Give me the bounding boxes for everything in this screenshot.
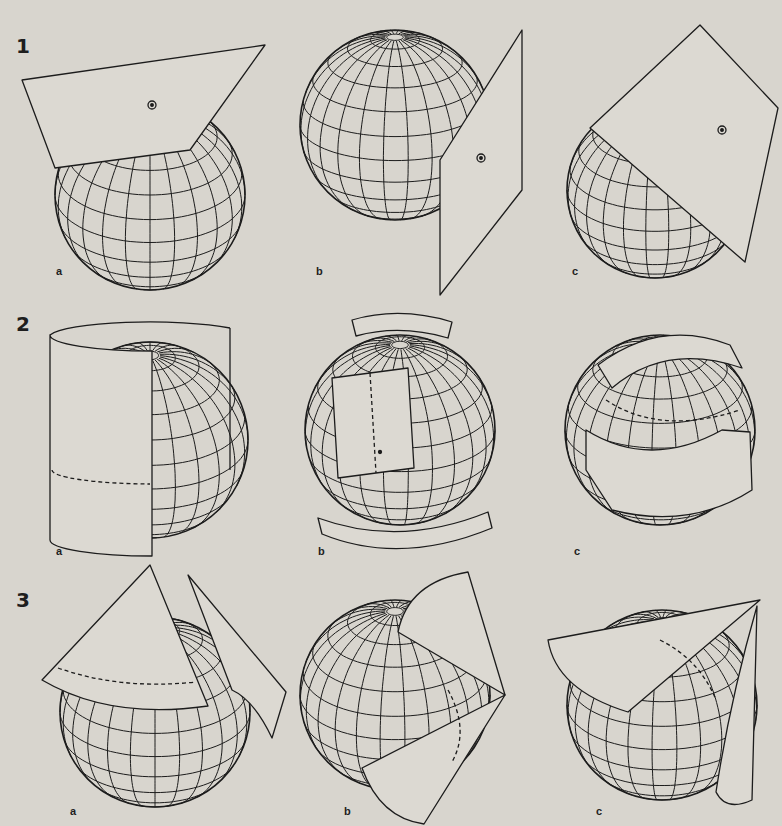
globe-outline: [565, 335, 755, 525]
figure-letter: b: [316, 266, 323, 277]
standard-line: [58, 668, 196, 684]
globe: [565, 335, 755, 525]
row-number: 3: [16, 590, 30, 610]
tangent-point: [480, 157, 483, 160]
tangent-point: [379, 451, 382, 454]
cylinder-surface: [50, 335, 152, 556]
cylinder-surface: [586, 430, 752, 517]
cylinder-band: [598, 335, 742, 388]
row-number: 1: [16, 36, 30, 56]
tangent-point: [718, 126, 726, 134]
graticule: [305, 335, 495, 525]
cylinder-rim: [50, 322, 230, 335]
figure-letter: c: [574, 546, 580, 557]
figure-letter: a: [70, 806, 76, 817]
figure-letter: c: [572, 266, 578, 277]
tangent-point: [477, 154, 485, 162]
standard-line: [606, 400, 740, 421]
cylinder-edge: [229, 328, 230, 470]
tangent-point: [151, 104, 154, 107]
cylinder-band: [352, 313, 452, 338]
standard-line: [448, 690, 460, 762]
figure-letter: a: [56, 266, 62, 277]
cylinder-band: [318, 512, 492, 549]
globe: [305, 335, 495, 525]
figure-letter: b: [344, 806, 351, 817]
row-number: 2: [16, 314, 30, 334]
globe-outline: [305, 335, 495, 525]
standard-line: [370, 373, 376, 473]
cone-flap: [548, 600, 760, 712]
figure-letter: c: [596, 806, 602, 817]
cone-flap: [188, 575, 286, 738]
tangent-plane: [22, 45, 265, 168]
tangent-plane: [590, 25, 778, 262]
cone-flap: [716, 606, 757, 805]
cone-flap: [362, 695, 505, 824]
cylinder-surface: [332, 368, 414, 478]
tangent-plane: [440, 30, 522, 295]
cone-surface: [42, 565, 208, 710]
tangent-point: [148, 101, 156, 109]
tangent-point: [721, 129, 724, 132]
standard-line: [660, 640, 716, 700]
figure-letter: a: [56, 546, 62, 557]
standard-line: [52, 470, 150, 484]
cone-flap: [398, 572, 505, 695]
figure-letter: b: [318, 546, 325, 557]
graticule: [565, 335, 755, 525]
